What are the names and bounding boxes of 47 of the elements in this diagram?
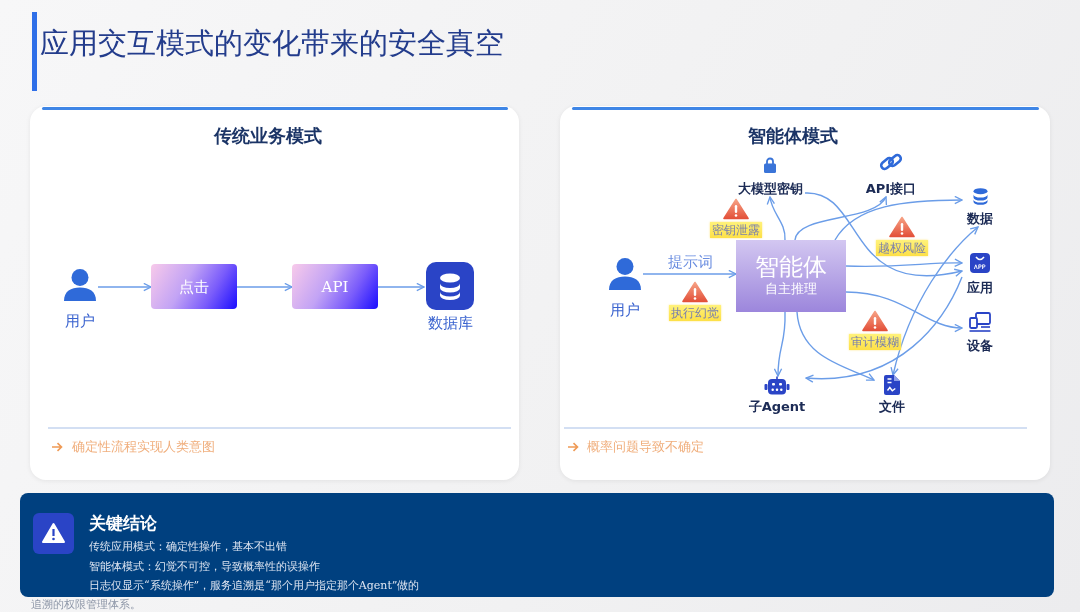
process-box: 点击 [151,264,237,309]
node-label: 用户 [610,301,640,319]
footer-note: 概率问题导致不确定 [587,438,704,456]
conclusion-panel [20,493,1054,597]
body-text: 日志仅显示“系统操作”，服务追溯是“那个用户指定那个Agent”做的 [89,578,420,593]
arrow [805,276,963,383]
panel-heading: 关键结论 [89,512,157,534]
arrow [767,196,786,241]
edge-label: 提示词 [665,253,715,271]
warning-tag: 密钥泄露 [710,222,762,238]
arrow [377,282,425,292]
page-title: 应用交互模式的变化带来的安全真空 [40,25,504,61]
node-label: 数据 [967,211,993,227]
box-subtitle: 自主推理 [765,281,817,297]
arrow [642,269,737,279]
node-label: 应用 [967,280,993,296]
arrow [845,291,963,332]
note-text: 追溯的权限管理体系。 [31,598,141,611]
arrow [794,196,887,241]
node-label: 子Agent [748,399,806,415]
warning-tag: 审计模糊 [849,334,901,350]
arrow [97,282,152,292]
warning-tag: 执行幻觉 [669,305,721,321]
panel-card [30,106,519,480]
box-title: 智能体 [755,253,827,281]
arrow [796,311,875,381]
panel-heading: 智能体模式 [748,124,838,148]
body-text: 智能体模式：幻觉不可控，导致概率性的误操作 [89,558,320,574]
panel-heading: 传统业务模式 [214,124,322,148]
agent-box [736,240,846,312]
process-box: API [292,264,378,309]
arrow [804,192,963,277]
warning-tag: 越权风险 [876,240,928,256]
footer-note: 确定性流程实现人类意图 [72,438,215,456]
node-label: 大模型密钥 [737,181,803,197]
panel-card [560,106,1050,480]
body-text: 传统应用模式：确定性操作，基本不出错 [89,539,287,554]
arrow [236,282,293,292]
arrow [773,311,786,377]
arrow [834,195,963,241]
node-label: 文件 [879,399,905,415]
arrow [845,258,963,268]
node-label: 数据库 [427,314,473,332]
arrow [890,226,979,376]
node-label: 设备 [967,338,993,354]
node-label: API接口 [865,181,917,197]
node-label: 用户 [65,312,95,330]
